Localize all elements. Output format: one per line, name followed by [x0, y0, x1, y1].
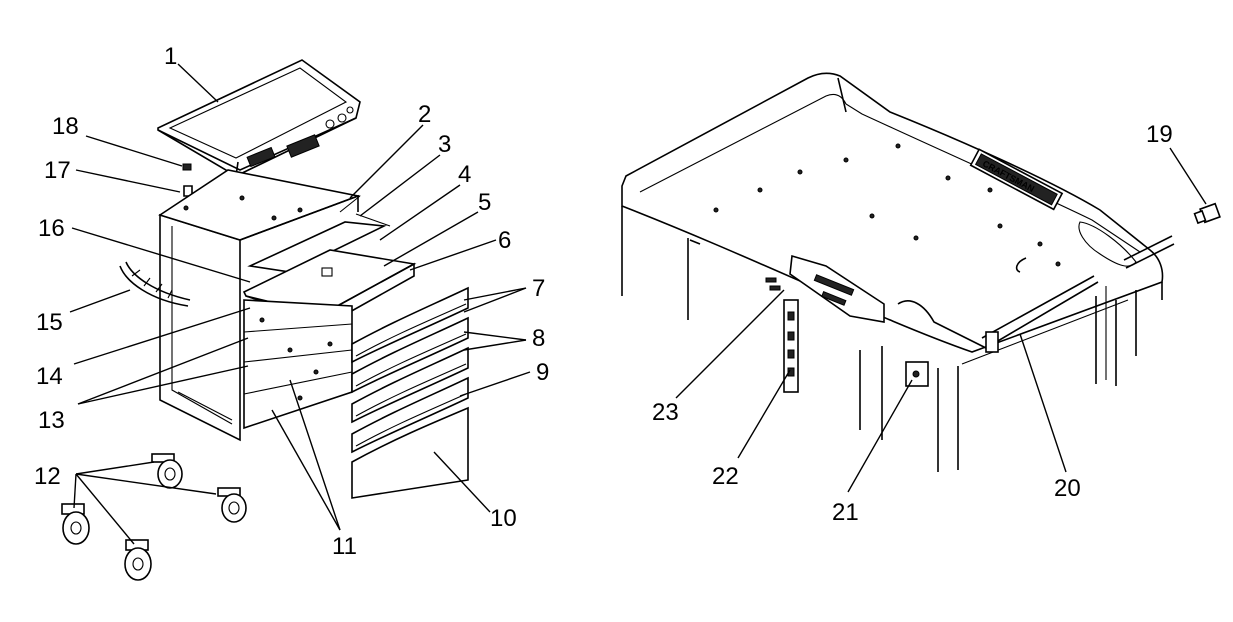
callout-14: 14 [36, 363, 63, 390]
callout-23: 23 [652, 399, 679, 426]
callout-15: 15 [36, 309, 63, 336]
callout-4: 4 [458, 161, 471, 188]
callout-5: 5 [478, 189, 491, 216]
caster-3 [61, 503, 90, 545]
callout-6: 6 [498, 227, 511, 254]
liner-strip-part [119, 261, 191, 307]
callout-13: 13 [38, 407, 65, 434]
cabinet-body [158, 169, 361, 442]
callout-16: 16 [38, 215, 65, 242]
callout-1: 1 [164, 43, 177, 70]
slide-out-shelf [242, 195, 417, 332]
brackets [765, 254, 885, 393]
callout-7: 7 [532, 275, 545, 302]
caster-4 [124, 539, 152, 581]
callout-9: 9 [536, 359, 549, 386]
tool-chest-assembly [61, 59, 531, 581]
callout-2: 2 [418, 101, 431, 128]
fitting-part [1193, 202, 1221, 225]
cabinet-drawers [243, 299, 353, 430]
callout-20: 20 [1054, 475, 1081, 502]
caster-1 [151, 453, 183, 489]
lid-part [157, 59, 361, 178]
casters [61, 453, 247, 581]
support-rod [897, 275, 1099, 353]
callout-17: 17 [44, 157, 71, 184]
caster-2 [217, 487, 247, 523]
callout-12: 12 [34, 463, 61, 490]
leader-lines-right [675, 147, 1207, 493]
callout-21: 21 [832, 499, 859, 526]
callout-11: 11 [332, 533, 357, 560]
callout-10: 10 [490, 505, 517, 532]
callout-19: 19 [1146, 121, 1173, 148]
callout-8: 8 [532, 325, 545, 352]
small-hardware-parts [182, 163, 193, 197]
drawer-stack [351, 286, 469, 499]
callout-labels: 1 2 3 4 5 6 7 8 9 10 11 12 13 14 15 16 1… [34, 43, 1173, 560]
callout-22: 22 [712, 463, 739, 490]
callout-18: 18 [52, 113, 79, 140]
callout-3: 3 [438, 131, 451, 158]
leader-lines-left [69, 63, 531, 545]
worktop-assembly: CRAFTSMAN [621, 72, 1221, 493]
